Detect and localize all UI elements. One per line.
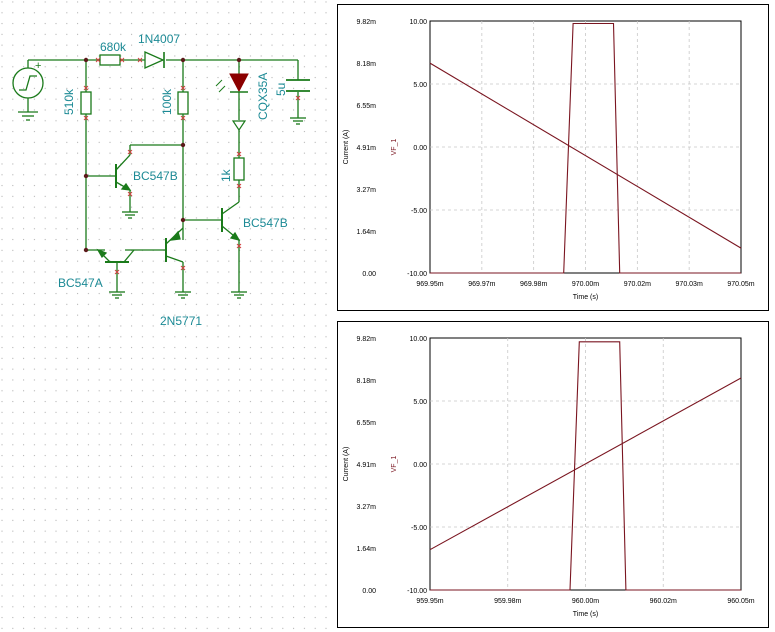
left-tick-label: 3.27m [357,504,377,511]
label-5u: 5u [274,83,288,96]
label-100k: 100k [160,88,174,115]
transistor-2n5771[interactable] [165,227,184,263]
current-trace [429,62,742,249]
vf1-trace [430,22,741,274]
label-1n4007: 1N4007 [138,32,180,46]
x-tick-label: 959.98m [494,598,521,605]
resistor-100k[interactable] [177,91,189,115]
x-tick-label: 969.95m [416,281,443,288]
waveform-plot-top[interactable]: 969.95m 969.97m 969.98m 970.00m 970.02m 970.0… [337,4,769,311]
label-bc547a: BC547A [58,276,103,290]
right-tick-label: -5.00 [411,208,427,215]
pin-markers [83,57,301,275]
left-tick-label: 8.18m [357,378,377,385]
left-tick-label: 8.18m [357,61,377,68]
left-tick-label: 6.55m [357,103,377,110]
label-510k: 510k [62,88,76,115]
waveform-plot-bottom[interactable]: 959.95m 959.98m 960.00m 960.02m 960.05m 0.00 1… [337,321,769,628]
right-axis-label: VF_1 [391,139,398,156]
x-tick-label: 970.00m [572,281,599,288]
diode-1n4007[interactable] [144,50,165,70]
voltage-source[interactable]: + [12,60,44,99]
right-tick-label: 0.00 [413,462,427,469]
right-axis-label: VF_1 [391,456,398,473]
right-tick-label: 5.00 [413,399,427,406]
current-trace [429,377,742,551]
x-tick-label: 959.95m [416,598,443,605]
resistor-510k[interactable] [80,91,92,115]
x-tick-label: 960.05m [727,598,754,605]
x-tick-label: 960.02m [650,598,677,605]
right-tick-label: 0.00 [413,145,427,152]
resistor-680k[interactable] [99,54,121,66]
x-axis-label: Time (s) [573,294,598,301]
x-tick-label: 969.98m [520,281,547,288]
resistor-1k[interactable] [233,157,245,181]
left-axis-label: Current (A) [343,447,350,482]
left-tick-label: 0.00 [362,271,376,278]
left-tick-label: 3.27m [357,187,377,194]
left-tick-label: 4.91m [357,145,377,152]
right-tick-label: -10.00 [407,588,427,595]
schematic-dot-grid [0,0,335,632]
transistor-bc547b-right[interactable] [221,201,241,242]
left-tick-label: 1.64m [357,229,377,236]
right-tick-label: -5.00 [411,525,427,532]
x-tick-label: 970.05m [727,281,754,288]
vf1-trace [430,341,741,591]
left-tick-label: 9.82m [357,19,377,26]
right-tick-label: -10.00 [407,271,427,278]
x-tick-label: 970.03m [676,281,703,288]
chart-bottom: 959.95m 959.98m 960.00m 960.02m 960.05m 0.00 1… [343,336,755,618]
x-tick-label: 970.02m [624,281,651,288]
left-axis-label: Current (A) [343,130,350,165]
left-tick-label: 6.55m [357,420,377,427]
circuit-schematic: + [12,32,310,328]
label-2n5771: 2N5771 [160,314,202,328]
right-tick-label: 5.00 [413,82,427,89]
x-tick-label: 960.00m [572,598,599,605]
transistor-bc547b-top[interactable] [115,154,132,191]
source-plus-label: + [35,60,41,72]
chart-top: 969.95m 969.97m 969.98m 970.00m 970.02m 970.0… [343,19,755,301]
left-tick-label: 1.64m [357,546,377,553]
transistor-bc547a[interactable] [96,248,135,268]
x-tick-label: 969.97m [468,281,495,288]
label-cqx35a: CQX35A [256,73,270,120]
left-tick-label: 0.00 [362,588,376,595]
label-bc547b-right: BC547B [243,216,288,230]
label-680k: 680k [100,40,127,54]
capacitor-5u[interactable] [286,79,310,92]
led-cqx35a[interactable] [215,73,249,132]
left-tick-label: 9.82m [357,336,377,343]
label-bc547b-top: BC547B [133,169,178,183]
junction-dots [83,57,242,253]
right-tick-label: 10.00 [409,336,427,343]
left-tick-label: 4.91m [357,462,377,469]
x-axis-label: Time (s) [573,611,598,618]
right-tick-label: 10.00 [409,19,427,26]
label-1k: 1k [219,168,233,182]
